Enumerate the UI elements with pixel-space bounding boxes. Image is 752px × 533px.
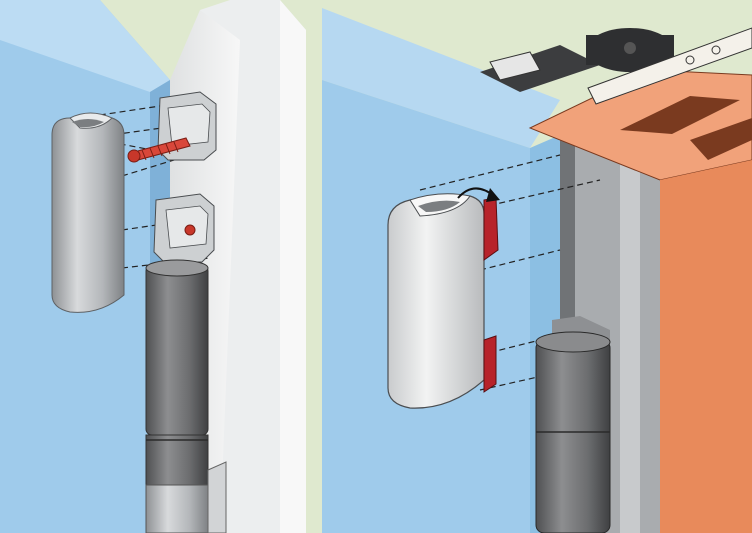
hinge-barrel-icon [145,259,227,533]
brick-wall-icon [528,69,752,533]
left-panel [0,0,306,533]
hinge-cover-icon [387,193,485,409]
sash-top-face [322,8,560,148]
drive-head [480,27,752,105]
hinge-cover-icon [51,112,125,313]
screw-icon [127,137,196,236]
frame-profile-inner [620,155,640,533]
sash-top-face [0,0,170,92]
frame-right-face [280,0,306,533]
right-panel [322,8,752,533]
mounting-clip-icon [483,197,499,393]
rotation-arrow-icon [457,187,500,202]
hinge-barrel-icon [535,316,611,533]
panel-divider [306,0,322,533]
